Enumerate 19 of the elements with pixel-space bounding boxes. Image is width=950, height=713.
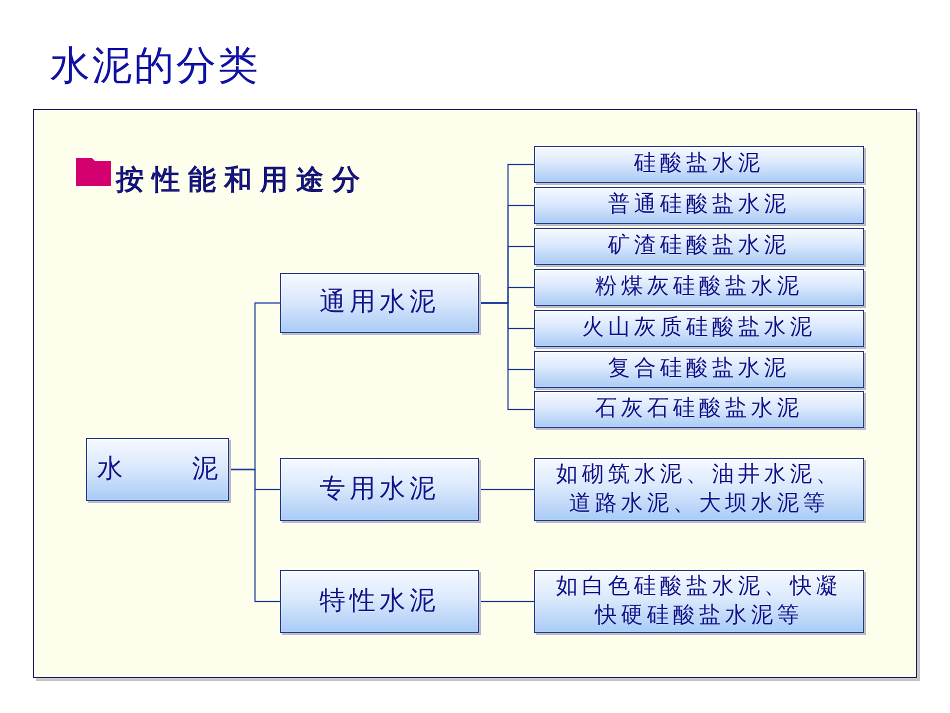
category-box: 专用水泥 <box>280 458 479 521</box>
root-box: 水 泥 <box>86 438 229 501</box>
category-box: 通用水泥 <box>280 273 479 333</box>
type-box: 普通硅酸盐水泥 <box>534 187 864 224</box>
type-box: 火山灰质硅酸盐水泥 <box>534 310 864 347</box>
example-box: 如砌筑水泥、油井水泥、道路水泥、大坝水泥等 <box>534 458 864 521</box>
example-box: 如白色硅酸盐水泥、快凝快硬硅酸盐水泥等 <box>534 570 864 633</box>
connector-line <box>479 488 535 490</box>
connector-line <box>229 468 280 602</box>
section-heading: 按性能和用途分 <box>116 162 368 198</box>
connector-line <box>479 600 535 602</box>
type-box: 复合硅酸盐水泥 <box>534 351 864 388</box>
type-box: 粉煤灰硅酸盐水泥 <box>534 269 864 306</box>
page-title: 水泥的分类 <box>50 42 260 91</box>
type-box: 矿渣硅酸盐水泥 <box>534 228 864 265</box>
type-box: 石灰石硅酸盐水泥 <box>534 391 864 428</box>
category-box: 特性水泥 <box>280 570 479 633</box>
type-box: 硅酸盐水泥 <box>534 146 864 183</box>
connector-line <box>479 302 534 410</box>
